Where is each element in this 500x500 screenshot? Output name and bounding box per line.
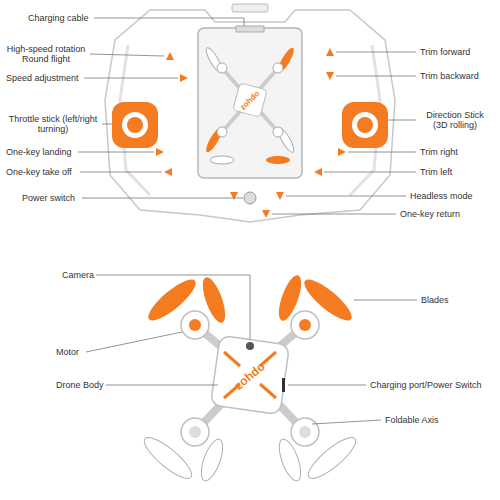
part-label: High-speed rotation Round flight <box>2 44 90 65</box>
part-label: Trim right <box>420 147 496 157</box>
part-label: One-key take off <box>6 167 82 177</box>
leader-lines <box>78 18 416 214</box>
part-label: Throttle stick (left/right turning) <box>4 114 102 135</box>
part-label: Charging cable <box>28 13 94 23</box>
part-label: One-key return <box>400 209 496 219</box>
part-label: Headless mode <box>410 191 496 201</box>
part-label: Charging port/Power Switch <box>370 380 496 390</box>
part-label: Camera <box>62 270 122 280</box>
part-label: Trim backward <box>420 71 496 81</box>
leader-lines <box>86 275 417 424</box>
part-label: Foldable Axis <box>385 415 485 425</box>
part-label: Trim forward <box>420 47 496 57</box>
remote-controller <box>105 4 395 222</box>
part-label: Motor <box>56 347 116 357</box>
part-label: Trim left <box>420 167 496 177</box>
part-label: Blades <box>421 295 481 305</box>
part-label: Direction Stick (3D rolling) <box>420 110 490 131</box>
part-label: One-key landing <box>6 147 80 157</box>
part-label: Drone Body <box>56 380 116 390</box>
part-label: Power switch <box>22 193 84 203</box>
part-label: Speed adjustment <box>6 73 86 83</box>
